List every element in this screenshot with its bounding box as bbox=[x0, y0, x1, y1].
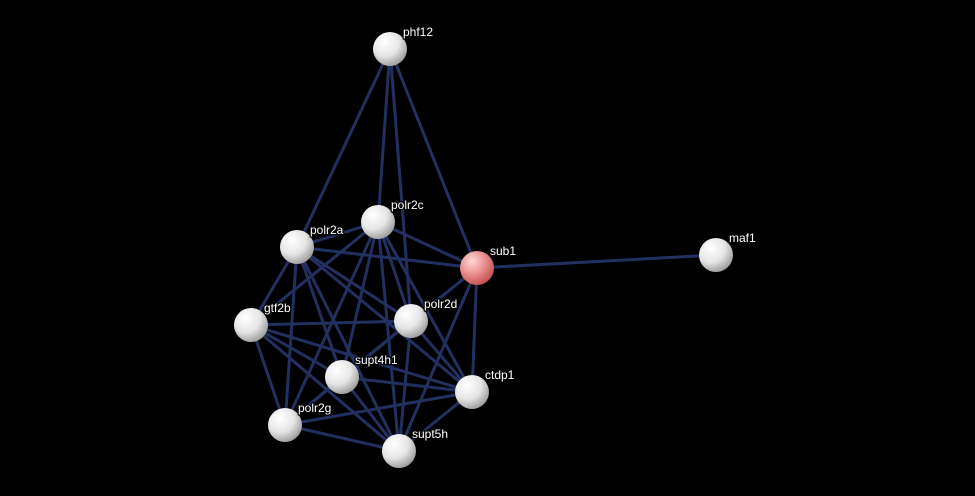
edge-polr2c-ctdp1[interactable] bbox=[376, 220, 474, 394]
node-label-polr2d: polr2d bbox=[424, 297, 457, 311]
edge-polr2d-supt5h[interactable] bbox=[397, 319, 413, 453]
edge-polr2c-supt4h1[interactable] bbox=[340, 220, 380, 379]
node-label-gtf2b: gtf2b bbox=[264, 301, 291, 315]
edge-polr2c-gtf2b[interactable] bbox=[249, 220, 380, 327]
edge-supt4h1-ctdp1[interactable] bbox=[340, 375, 474, 394]
edge-sub1-supt5h[interactable] bbox=[397, 266, 479, 453]
node-label-phf12: phf12 bbox=[403, 25, 433, 39]
edge-phf12-polr2c[interactable] bbox=[376, 47, 392, 224]
edge-polr2c-supt5h[interactable] bbox=[376, 220, 401, 453]
edge-gtf2b-supt4h1[interactable] bbox=[249, 323, 344, 379]
node-ctdp1[interactable] bbox=[455, 375, 489, 409]
edge-polr2a-polr2d[interactable] bbox=[295, 245, 413, 323]
edge-gtf2b-polr2g[interactable] bbox=[249, 323, 287, 427]
edge-gtf2b-ctdp1[interactable] bbox=[249, 323, 474, 394]
node-label-polr2a: polr2a bbox=[310, 223, 344, 237]
node-polr2a[interactable] bbox=[280, 230, 314, 264]
edge-phf12-polr2a[interactable] bbox=[295, 47, 392, 249]
node-label-sub1: sub1 bbox=[490, 244, 516, 258]
edge-polr2a-supt4h1[interactable] bbox=[295, 245, 344, 379]
node-label-polr2c: polr2c bbox=[391, 198, 424, 212]
node-supt5h[interactable] bbox=[382, 434, 416, 468]
edge-phf12-sub1[interactable] bbox=[388, 47, 479, 270]
node-label-maf1: maf1 bbox=[729, 231, 756, 245]
edge-polr2a-ctdp1[interactable] bbox=[295, 245, 474, 394]
edge-sub1-maf1[interactable] bbox=[475, 253, 718, 270]
edge-polr2c-polr2d[interactable] bbox=[376, 220, 413, 323]
label-layer: phf12 polr2c polr2a gtf2b polr2d sub1 maf1 supt… bbox=[263, 24, 758, 443]
node-polr2c[interactable] bbox=[361, 205, 395, 239]
edge-sub1-polr2a[interactable] bbox=[295, 245, 479, 270]
node-label-polr2g: polr2g bbox=[298, 401, 331, 415]
node-gtf2b[interactable] bbox=[234, 308, 268, 342]
node-polr2g[interactable] bbox=[268, 408, 302, 442]
edge-gtf2b-polr2d[interactable] bbox=[249, 319, 413, 327]
node-label-supt5h: supt5h bbox=[412, 427, 448, 441]
edge-sub1-ctdp1[interactable] bbox=[470, 266, 479, 394]
edge-polr2g-ctdp1[interactable] bbox=[283, 390, 474, 427]
node-supt4h1[interactable] bbox=[325, 360, 359, 394]
node-sub1[interactable] bbox=[460, 251, 494, 285]
edge-phf12-polr2d[interactable] bbox=[388, 47, 413, 323]
edge-sub1-polr2c[interactable] bbox=[376, 220, 479, 270]
node-maf1[interactable] bbox=[699, 238, 733, 272]
node-label-ctdp1: ctdp1 bbox=[485, 368, 515, 382]
node-phf12[interactable] bbox=[373, 32, 407, 66]
node-layer bbox=[234, 32, 733, 468]
edge-gtf2b-supt5h[interactable] bbox=[249, 323, 401, 453]
node-polr2d[interactable] bbox=[394, 304, 428, 338]
edge-polr2g-supt5h[interactable] bbox=[283, 423, 401, 453]
node-label-supt4h1: supt4h1 bbox=[355, 353, 398, 367]
